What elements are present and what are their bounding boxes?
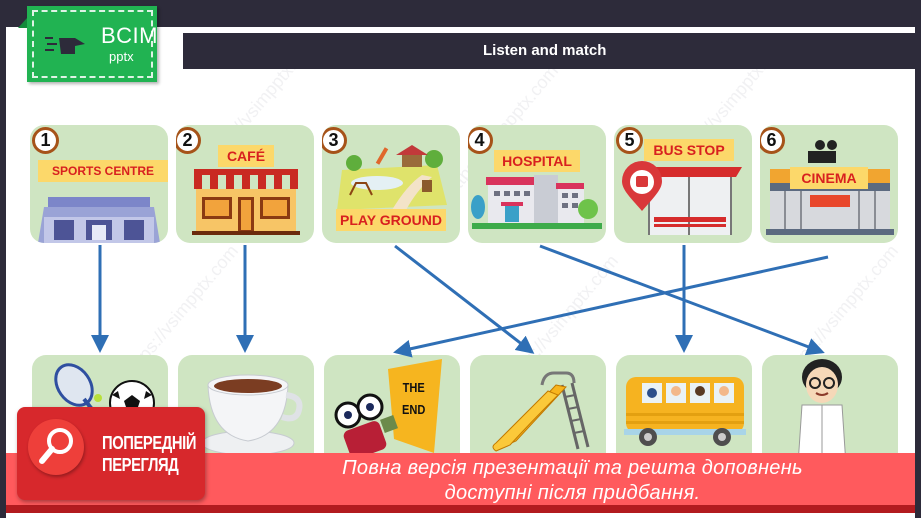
page-title: Listen and match xyxy=(483,42,607,59)
place-label: CAFÉ xyxy=(218,145,274,167)
hospital-building-icon xyxy=(471,175,602,229)
cafe-storefront-icon xyxy=(192,169,300,235)
bus-stop-shelter-icon xyxy=(622,161,742,235)
place-card-hospital[interactable]: 4 HOSPITAL xyxy=(468,125,606,243)
logo-brand-text: BCIM xyxy=(101,23,158,48)
place-label: CINEMA xyxy=(790,167,868,189)
school-bus-icon xyxy=(624,377,746,446)
the-end-sign: THE END xyxy=(402,377,425,421)
film-projector-icon xyxy=(334,359,442,459)
the-end-text: END xyxy=(402,402,426,417)
place-card-sports-centre[interactable]: 1 SPORTS CENTRE xyxy=(30,125,168,243)
banner-line-1: Повна версія презентації та решта доповн… xyxy=(342,457,803,479)
place-label: SPORTS CENTRE xyxy=(38,160,168,182)
number-badge: 6 xyxy=(760,127,785,154)
place-card-bus-stop[interactable]: 5 BUS STOP xyxy=(614,125,752,243)
number-badge: 1 xyxy=(32,127,59,154)
magnifier-icon xyxy=(39,428,73,464)
bcim-logo: BCIM pptx xyxy=(18,6,158,82)
banner-strip xyxy=(6,505,915,513)
picture-card-cinema-projector[interactable]: THE END xyxy=(324,355,460,473)
preview-badge-line-1: ПОПЕРЕДНІЙ xyxy=(102,433,197,453)
number-badge: 5 xyxy=(616,127,643,154)
banner-line-2: доступні після придбання. xyxy=(444,482,701,504)
preview-badge-line-2: ПЕРЕГЛЯД xyxy=(102,455,179,475)
place-card-cinema[interactable]: 6 CINEMA xyxy=(760,125,898,243)
magnifier-circle xyxy=(28,419,84,475)
logo-dashed-border xyxy=(32,10,153,78)
number-badge: 3 xyxy=(322,127,347,154)
place-label: BUS STOP xyxy=(644,139,734,161)
playground-park-icon xyxy=(337,145,447,210)
number-badge: 4 xyxy=(468,127,493,154)
logo-sub-text: pptx xyxy=(109,49,134,64)
number-badge: 2 xyxy=(176,127,201,154)
place-card-cafe[interactable]: 2 CAFÉ xyxy=(176,125,314,243)
place-label: HOSPITAL xyxy=(494,150,580,172)
banner-text: Повна версія презентації та решта доповн… xyxy=(300,456,845,506)
playground-slide-icon xyxy=(492,371,590,452)
preview-badge-text: ПОПЕРЕДНІЙ ПЕРЕГЛЯД xyxy=(102,432,196,476)
title-bar: Listen and match xyxy=(183,33,916,69)
preview-badge[interactable]: ПОПЕРЕДНІЙ ПЕРЕГЛЯД xyxy=(17,407,205,500)
coffee-cup-icon xyxy=(201,374,303,456)
pointing-hand-icon xyxy=(45,37,85,54)
sports-centre-building-icon xyxy=(38,197,160,243)
the-end-text: THE xyxy=(402,380,425,395)
place-label: PLAY GROUND xyxy=(336,209,446,231)
place-card-playground[interactable]: 3 PLAY GROUND xyxy=(322,125,460,243)
